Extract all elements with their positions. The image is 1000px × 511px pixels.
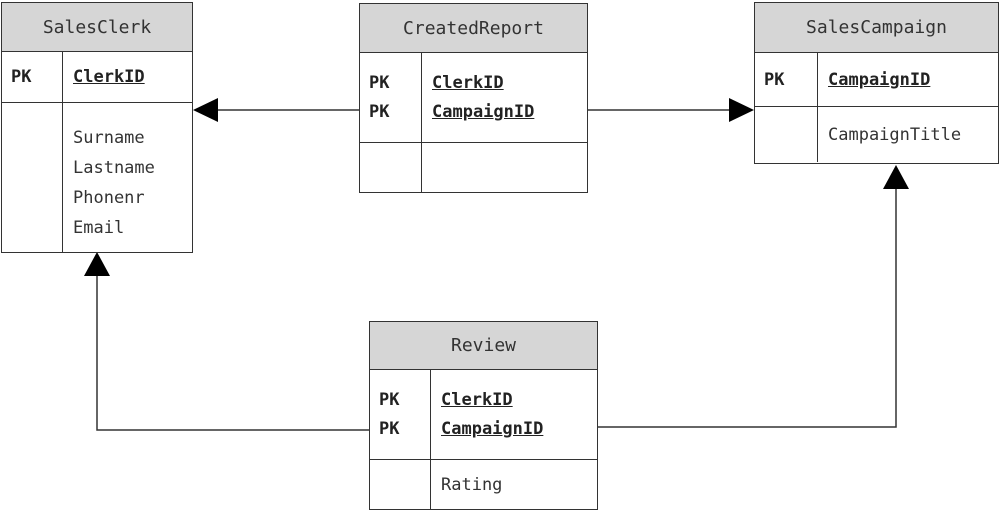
entity-title: CreatedReport	[360, 4, 587, 53]
attribute-rating: Rating	[441, 474, 503, 495]
arrowhead-salescampaign-right	[729, 98, 754, 122]
arrowhead-salesclerk-up	[84, 252, 110, 276]
pk-label: PK	[11, 67, 32, 87]
attribute-campaigntitle: CampaignTitle	[828, 124, 962, 145]
pk-field-clerkid: ClerkID	[73, 67, 145, 87]
pk-field-clerkid: ClerkID	[432, 72, 504, 93]
entity-review: Review PK PK ClerkID CampaignID Rating	[369, 321, 598, 510]
pk-field-campaignid: CampaignID	[828, 69, 931, 90]
connector-review-salesclerk	[96, 275, 369, 431]
arrowhead-salescampaign-up	[883, 165, 909, 189]
pk-label: PK	[369, 72, 390, 93]
entity-title: SalesClerk	[2, 3, 192, 52]
connector-review-salescampaign	[597, 188, 897, 428]
arrowhead-salesclerk-left	[193, 98, 218, 122]
pk-field-campaignid: CampaignID	[432, 101, 535, 122]
entity-salescampaign: SalesCampaign PK CampaignID CampaignTitl…	[754, 2, 999, 164]
entity-title: SalesCampaign	[755, 3, 998, 53]
pk-label: PK	[764, 69, 785, 90]
entity-title: Review	[370, 322, 597, 370]
pk-label: PK	[379, 418, 400, 439]
entity-createdreport: CreatedReport PK PK ClerkID CampaignID	[359, 3, 588, 193]
entity-salesclerk: SalesClerk PK ClerkID Surname Lastname P…	[1, 2, 193, 253]
attribute-lastname: Lastname	[73, 158, 155, 178]
attribute-surname: Surname	[73, 128, 145, 148]
pk-field-campaignid: CampaignID	[441, 418, 544, 439]
pk-field-clerkid: ClerkID	[441, 389, 513, 410]
attribute-phonenr: Phonenr	[73, 188, 145, 208]
pk-label: PK	[379, 389, 400, 410]
attribute-email: Email	[73, 218, 125, 238]
pk-label: PK	[369, 101, 390, 122]
